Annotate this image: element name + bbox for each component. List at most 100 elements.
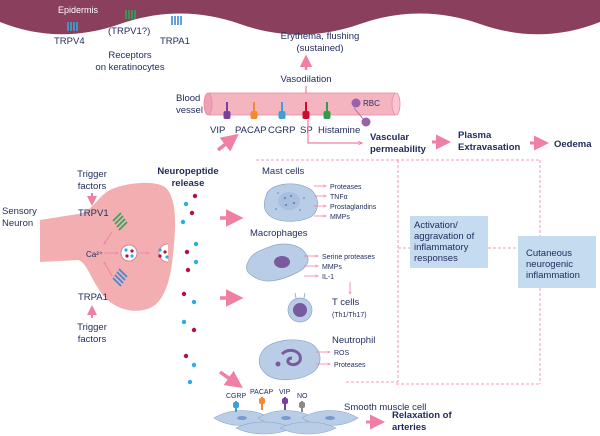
- cutaneous-box: [518, 236, 596, 288]
- keratinocyte-caption-line2: on keratinocytes: [95, 62, 164, 73]
- sp-to-permeability-connector: [307, 120, 362, 143]
- macrophage-product-serine-proteases: Serine proteases: [322, 254, 375, 261]
- activation-box: [410, 216, 488, 268]
- trigger-factors-bottom-line2: factors: [78, 334, 107, 345]
- rbc-escaped: [361, 117, 371, 127]
- cgrp-label: CGRP: [268, 125, 295, 136]
- sm-cgrp-receptor-icon: [233, 401, 239, 412]
- trpv1-neuron-label: TRPV1: [78, 208, 109, 219]
- mast-cell-icon: [263, 183, 318, 222]
- neuropeptide-dots: [180, 193, 199, 385]
- sm-pacap-receptor-icon: [259, 397, 265, 410]
- macrophage-icon: [246, 243, 309, 282]
- macrophage-product-il1: IL-1: [322, 274, 334, 281]
- trpa1-label: TRPA1: [160, 36, 190, 47]
- smooth-muscle-cells: [213, 410, 359, 435]
- sm-no-receptor-icon: [299, 401, 305, 412]
- trpa1-neuron-label: TRPA1: [78, 292, 108, 303]
- blood-vessel-label-line1: Blood: [176, 93, 200, 104]
- sm-cgrp-label: CGRP: [226, 393, 247, 400]
- vascular-permeability-line2: permeability: [370, 144, 427, 155]
- rbc-pointer: [353, 107, 365, 121]
- smooth-muscle-label: Smooth muscle cell: [344, 402, 426, 413]
- mast-cell-product-tnfa: TNFα: [330, 194, 348, 201]
- sm-vip-receptor-icon: [282, 397, 288, 410]
- sensory-neuron-label-line2: Neuron: [2, 218, 33, 229]
- neutrophil-icon: [258, 339, 321, 381]
- calcium-label: Ca²⁺: [86, 250, 103, 259]
- histamine-receptor-icon: [323, 102, 331, 119]
- macrophage-product-mmps: MMPs: [322, 264, 342, 271]
- blood-vessel-label-line2: vessel: [176, 105, 203, 116]
- trigger-factors-top-line2: factors: [78, 181, 107, 192]
- trpa1-receptor-icon: [171, 16, 182, 25]
- trpv1-receptor-icon: [125, 10, 136, 19]
- neutrophil-product-ros: ROS: [334, 350, 350, 357]
- plasma-extravasation-line2: Extravasation: [458, 142, 521, 153]
- vascular-permeability-line1: Vascular: [370, 132, 409, 143]
- sensory-neuron-label-line1: Sensory: [2, 206, 37, 217]
- trpv1-to-calcium-arrow: [104, 231, 113, 244]
- epidermis-layer: [0, 0, 600, 35]
- t-cell-icon: [287, 292, 313, 323]
- neuron-to-smooth-muscle-arrow: [218, 370, 243, 389]
- sm-pacap-label: PACAP: [250, 389, 274, 396]
- activation-line4: responses: [414, 253, 458, 264]
- mast-cell-product-proteases: Proteases: [330, 184, 362, 191]
- mast-cell-product-prostaglandins: Prostaglandins: [330, 204, 377, 211]
- sp-receptor-icon: [302, 102, 310, 119]
- relaxation-line1: Relaxation of: [392, 410, 452, 421]
- sm-vip-label: VIP: [279, 389, 291, 396]
- t-cells-subtitle: (Th1/Th17): [332, 312, 367, 319]
- t-cells-title: T cells: [332, 297, 360, 308]
- pacap-label: PACAP: [235, 125, 267, 136]
- rbc-cell: [351, 98, 361, 108]
- vasodilation-label: Vasodilation: [280, 74, 331, 85]
- relaxation-line2: arteries: [392, 422, 426, 433]
- mast-cell-arrows: [314, 186, 326, 216]
- sensory-neuron-terminal: [40, 182, 176, 311]
- neutrophil-title: Neutrophil: [332, 335, 375, 346]
- plasma-extravasation-line1: Plasma: [458, 130, 492, 141]
- sp-label: SP: [300, 125, 313, 136]
- vip-receptor-icon: [223, 102, 231, 119]
- neuropeptide-release-line2: release: [172, 178, 205, 189]
- erythema-label-line2: (sustained): [297, 43, 344, 54]
- macrophages-title: Macrophages: [250, 228, 308, 239]
- trpv4-label: TRPV4: [54, 36, 85, 47]
- trigger-factors-bottom-line1: Trigger: [77, 322, 107, 333]
- erythema-label-line1: Erythema, flushing: [281, 31, 360, 42]
- trpa1-neuron-receptor-icon: [112, 268, 128, 287]
- epidermis-label: Epidermis: [58, 5, 99, 15]
- activation-line2: aggravation of: [414, 231, 475, 242]
- trpv1-question-label: (TRPV1?): [108, 26, 150, 37]
- neuropeptide-release-line1: Neuropeptide: [157, 166, 218, 177]
- trigger-factors-top-line1: Trigger: [77, 169, 107, 180]
- rbc-label: RBC: [363, 99, 380, 108]
- mast-cell-product-mmps: MMPs: [330, 214, 350, 221]
- vesicle-icon: [120, 244, 138, 262]
- keratinocyte-caption-line1: Receptors: [108, 50, 152, 61]
- sm-no-label: NO: [297, 393, 308, 400]
- vip-label: VIP: [210, 125, 225, 136]
- macrophage-arrows: [304, 256, 318, 276]
- activation-line1: Activation/: [414, 220, 458, 231]
- cgrp-receptor-icon: [278, 102, 286, 119]
- histamine-label: Histamine: [318, 125, 360, 136]
- neutrophil-arrows: [316, 352, 330, 364]
- neuron-to-vessel-arrow: [216, 133, 239, 152]
- trpa1-to-calcium-arrow: [104, 262, 113, 277]
- trpv1-neuron-receptor-icon: [112, 212, 128, 231]
- neutrophil-product-proteases: Proteases: [334, 362, 366, 369]
- oedema-label: Oedema: [554, 139, 592, 150]
- pacap-receptor-icon: [250, 102, 258, 119]
- cutaneous-line3: inflammation: [526, 270, 580, 281]
- activation-line3: inflammatory: [414, 242, 469, 253]
- cutaneous-line2: neurogenic: [526, 259, 573, 270]
- trpv4-receptor-icon: [67, 22, 78, 31]
- dashed-bracket: [256, 159, 541, 385]
- mast-cells-title: Mast cells: [262, 166, 304, 177]
- exocytosis-vesicle-icon: [158, 243, 169, 263]
- cutaneous-line1: Cutaneous: [526, 248, 572, 259]
